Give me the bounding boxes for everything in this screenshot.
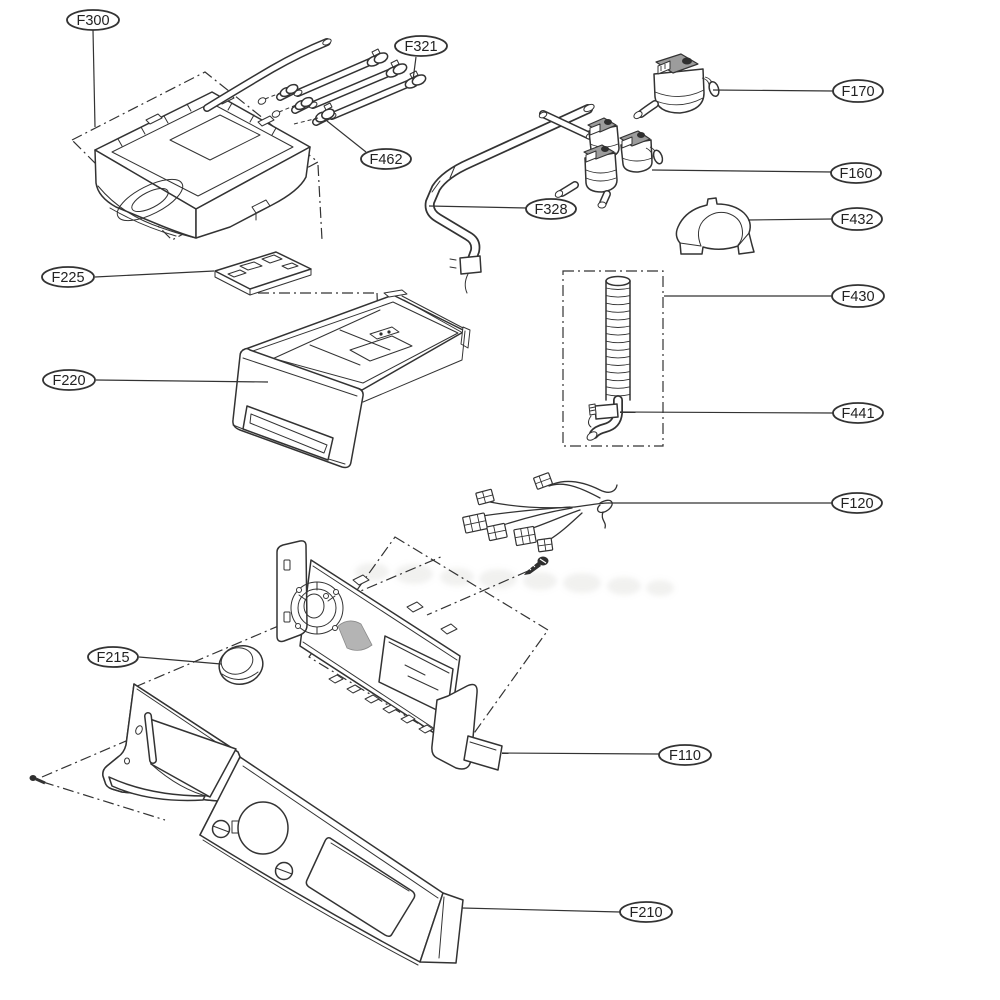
harness-connector (536, 537, 554, 553)
svg-text:F462: F462 (369, 152, 402, 168)
svg-text:F430: F430 (841, 289, 874, 305)
callout-f321: F321 (394, 35, 448, 57)
callout-f120: F120 (831, 492, 883, 514)
hose-clamp (588, 403, 619, 428)
svg-text:F170: F170 (841, 84, 874, 100)
svg-text:F160: F160 (839, 166, 872, 182)
svg-text:F321: F321 (404, 39, 437, 55)
callout-f220: F220 (42, 369, 96, 391)
callout-f300: F300 (66, 9, 120, 31)
harness-connector (486, 522, 508, 542)
display-window (305, 837, 416, 938)
harness-connector (533, 472, 553, 490)
inlet-valve-triple-drawing (538, 110, 664, 209)
arch-bracket-drawing (675, 197, 755, 255)
callout-f430: F430 (831, 284, 885, 308)
hose-clamp (366, 48, 389, 67)
callout-f462: F462 (360, 148, 412, 170)
callout-f160: F160 (830, 162, 882, 184)
harness-connector (475, 488, 495, 506)
svg-text:F441: F441 (841, 406, 874, 422)
screw-drawing (524, 556, 549, 575)
dispenser-housing-drawing (70, 71, 323, 241)
knob-drawing (218, 645, 264, 685)
svg-text:F215: F215 (96, 650, 129, 666)
harness-connector (462, 512, 488, 534)
dispenser-tubes-drawing (293, 48, 427, 120)
elbow-fittings-drawing (257, 83, 335, 126)
inlet-hose-curved-drawing (203, 38, 332, 112)
control-board-assembly-drawing (134, 536, 549, 771)
callout-f170: F170 (832, 79, 884, 103)
svg-text:F210: F210 (629, 905, 662, 921)
drain-hose-boxed-drawing (562, 270, 664, 447)
callout-f225: F225 (41, 266, 95, 288)
control-panel-drawing (29, 683, 464, 966)
inlet-valve-single-drawing (633, 53, 720, 120)
hose-clamp (404, 70, 427, 89)
callouts: F300 F321 F462 F170 F160 F328 F432 F225 (41, 9, 885, 923)
callout-f110: F110 (658, 744, 712, 766)
svg-text:F220: F220 (52, 373, 85, 389)
svg-text:F432: F432 (840, 212, 873, 228)
callout-f441: F441 (832, 402, 884, 424)
bent-hose-drawing (424, 103, 595, 294)
leader-lines (92, 29, 834, 913)
callout-f328: F328 (525, 198, 577, 220)
svg-text:F225: F225 (51, 270, 84, 286)
pcb-board-drawing (214, 251, 379, 321)
callout-f432: F432 (831, 207, 883, 231)
svg-text:F328: F328 (534, 202, 567, 218)
svg-text:F110: F110 (669, 748, 701, 764)
harness-connector (513, 525, 537, 547)
svg-text:F120: F120 (840, 496, 873, 512)
watermark (355, 563, 674, 596)
ribbon-cable (337, 620, 373, 651)
detergent-drawer-drawing (232, 289, 471, 469)
hose-clamp (385, 59, 408, 78)
callout-f215: F215 (87, 646, 139, 668)
wire-harness-drawing (462, 472, 618, 553)
svg-text:F300: F300 (76, 13, 109, 29)
callout-f210: F210 (619, 901, 673, 923)
